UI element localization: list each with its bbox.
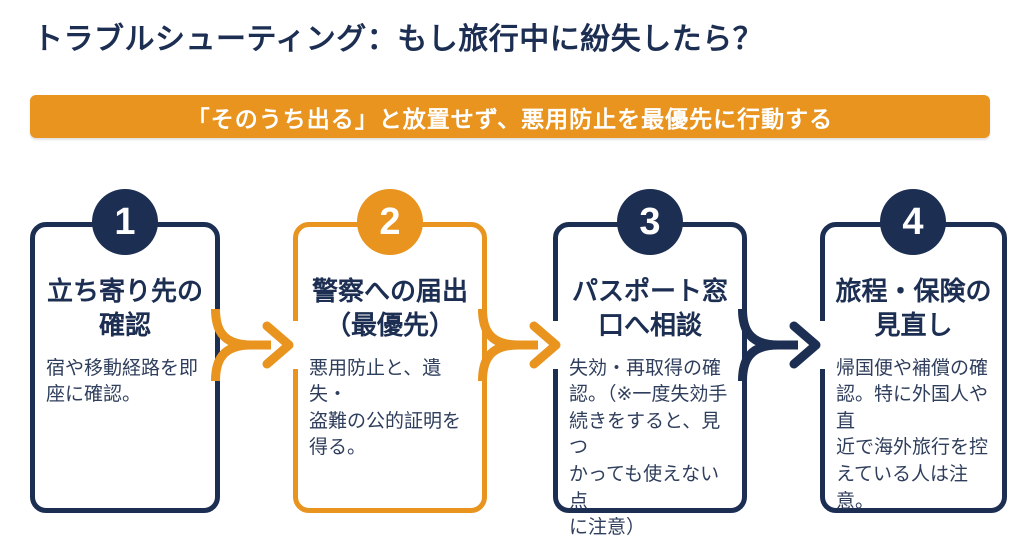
step-number-badge: 2: [357, 189, 423, 255]
page-title: トラブルシューティング：もし旅行中に紛失したら？: [33, 23, 764, 56]
step-card-4: 旅程・保険の 見直し 帰国便や補償の確 認。特に外国人や直 近で海外旅行を控 え…: [820, 222, 1007, 513]
step-body: 失効・再取得の確 認。（※一度失効手 続きをすると、見つ かっても使えない点 に…: [569, 357, 728, 539]
flow-arrow-icon: [211, 308, 302, 382]
step-number-badge: 1: [92, 189, 158, 255]
step-body: 宿や移動経路を即 座に確認。: [46, 357, 199, 406]
step-card-2: 警察への届出 （最優先） 悪用防止と、遺失・ 盗難の公的証明を 得る。: [293, 222, 487, 513]
key-message-text: 「そのうち出る」と放置せず、悪用防止を最優先に行動する: [186, 105, 834, 132]
step-body: 悪用防止と、遺失・ 盗難の公的証明を 得る。: [309, 357, 462, 459]
step-number: 2: [379, 200, 401, 243]
step-number: 1: [114, 200, 136, 243]
step-card-3: パスポート窓 口へ相談 失効・再取得の確 認。（※一度失効手 続きをすると、見つ…: [553, 222, 747, 538]
step-number: 3: [639, 200, 661, 243]
step-title: 旅程・保険の 見直し: [835, 276, 992, 340]
key-message-banner: 「そのうち出る」と放置せず、悪用防止を最優先に行動する: [30, 95, 990, 138]
step-number-badge: 4: [880, 189, 946, 255]
step-title: 警察への届出 （最優先）: [311, 276, 468, 340]
steps-flow: 立ち寄り先の 確認 宿や移動経路を即 座に確認。 1 警察への届出 （最優先） …: [30, 189, 1007, 538]
flow-arrow-icon: [738, 308, 829, 382]
step-title: 立ち寄り先の 確認: [46, 276, 203, 340]
flow-arrow-icon: [478, 308, 569, 382]
step-title: パスポート窓 口へ相談: [571, 276, 728, 340]
step-number-badge: 3: [617, 189, 683, 255]
step-body: 帰国便や補償の確 認。特に外国人や直 近で海外旅行を控 えている人は注意。: [836, 357, 989, 512]
step-card-1: 立ち寄り先の 確認 宿や移動経路を即 座に確認。: [30, 222, 220, 513]
step-number: 4: [902, 200, 924, 243]
